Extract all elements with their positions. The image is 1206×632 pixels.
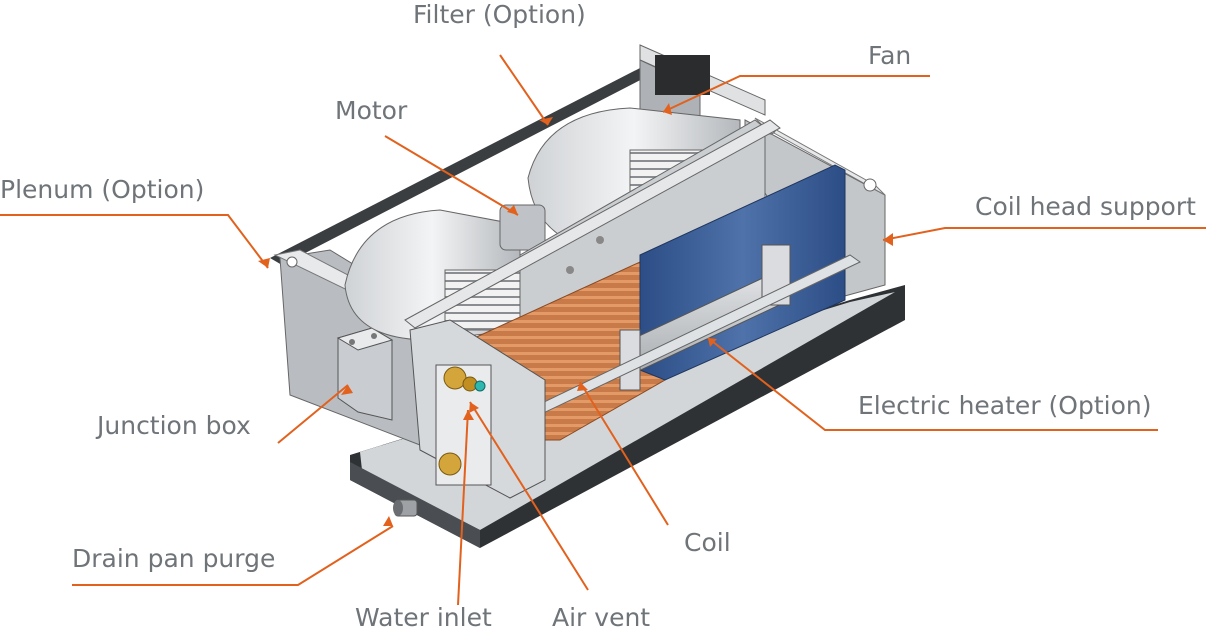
junction-box (336, 327, 394, 421)
leader-junction-box (277, 384, 349, 444)
label-coil-head-support: Coil head support (975, 192, 1196, 221)
leader-lines (0, 54, 1206, 606)
leader-filter (499, 54, 549, 126)
label-motor: Motor (335, 96, 408, 125)
label-junction-box: Junction box (97, 411, 251, 440)
leader-electric-heater (707, 337, 1158, 431)
leader-coil (579, 381, 669, 526)
leader-air-vent (469, 401, 589, 591)
leader-motor (384, 135, 519, 216)
leader-fan (662, 75, 930, 113)
leader-plenum (0, 214, 269, 269)
leader-water-inlet (457, 409, 469, 606)
drain-purge-pipe (393, 499, 418, 517)
label-plenum: Plenum (Option) (0, 175, 205, 204)
label-drain-pan-purge: Drain pan purge (72, 544, 276, 573)
label-coil: Coil (684, 528, 731, 557)
arrow-head-icon (258, 103, 893, 526)
label-air-vent: Air vent (552, 603, 651, 632)
label-water-inlet: Water inlet (355, 603, 492, 632)
label-fan: Fan (868, 41, 912, 70)
label-filter: Filter (Option) (413, 0, 586, 29)
leader-drain-pan-purge (72, 525, 394, 586)
label-electric-heater: Electric heater (Option) (858, 391, 1152, 420)
front-frame (404, 119, 861, 449)
leader-coil-head-support (882, 227, 1206, 241)
coil-head-plate (409, 319, 546, 499)
